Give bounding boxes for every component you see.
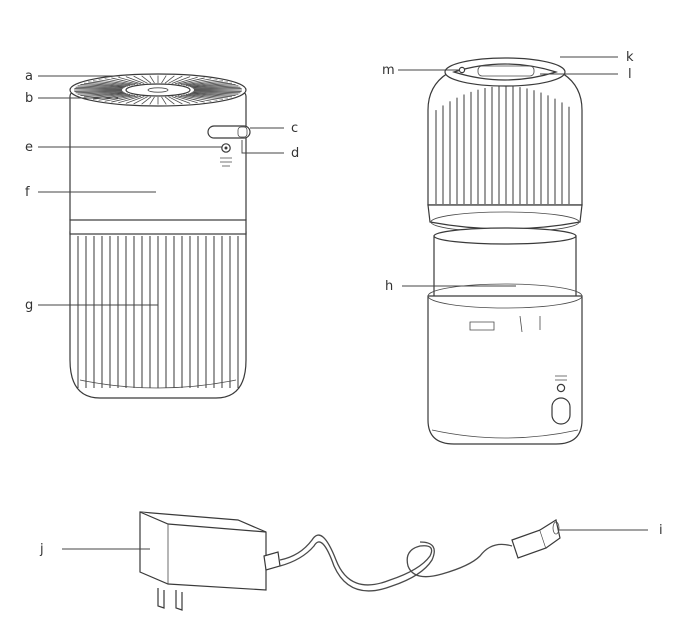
label-d: d <box>291 146 299 161</box>
label-c: c <box>291 121 298 136</box>
purifier-assembled <box>69 73 251 399</box>
grille-slats <box>77 236 239 388</box>
top-vent-fins <box>74 75 242 105</box>
filter <box>433 235 577 299</box>
label-l: l <box>628 67 632 82</box>
purifier-exploded <box>427 57 583 445</box>
reset-button <box>458 66 466 74</box>
label-i: i <box>659 523 663 538</box>
power-switch <box>207 125 251 139</box>
callout-labels: a b c d e f g h i j k l m <box>25 50 663 557</box>
leader-lines <box>38 56 648 550</box>
label-g: g <box>25 298 33 313</box>
base-icon <box>555 375 567 381</box>
label-h: h <box>385 279 393 294</box>
label-e: e <box>25 140 33 155</box>
label-a: a <box>25 69 33 84</box>
label-m: m <box>382 63 395 78</box>
power-adapter <box>139 511 561 611</box>
label-k: k <box>626 50 634 65</box>
cage-slats <box>435 86 570 204</box>
label-b: b <box>25 91 33 106</box>
base-power-switch <box>551 397 571 425</box>
label-j: j <box>39 542 44 557</box>
fan-speed-icon <box>220 157 232 167</box>
label-f: f <box>25 185 30 200</box>
